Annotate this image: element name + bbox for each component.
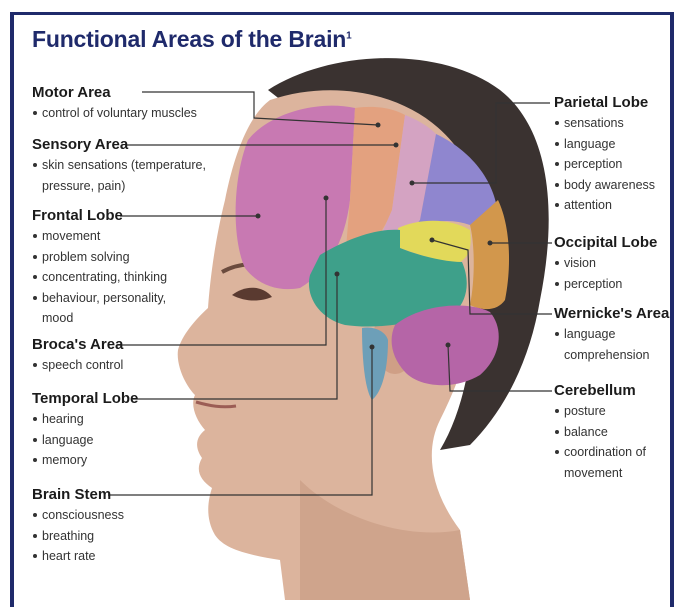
motor-leader-dot bbox=[376, 123, 381, 128]
brain-stem-item: heart rate bbox=[32, 546, 124, 567]
temporal-lobe-item: hearing bbox=[32, 409, 138, 430]
sensory-area-item: skin sensations (temperature, bbox=[32, 155, 206, 176]
temporal-lobe-heading: Temporal Lobe bbox=[32, 390, 138, 408]
frontal-lobe-item-continuation: mood bbox=[32, 308, 167, 329]
parietal-leader-dot bbox=[410, 181, 415, 186]
frontal-lobe-label: Frontal Lobe movement problem solving co… bbox=[32, 207, 167, 329]
temporal-lobe-label: Temporal Lobe hearing language memory bbox=[32, 390, 138, 471]
broca-leader-dot bbox=[324, 196, 329, 201]
frontal-lobe-item: concentrating, thinking bbox=[32, 267, 167, 288]
brainstem-leader-dot bbox=[370, 345, 375, 350]
frontal-lobe-item: behaviour, personality, bbox=[32, 288, 167, 309]
cerebellum-item: posture bbox=[554, 401, 646, 422]
occipital-lobe-item: perception bbox=[554, 274, 657, 295]
parietal-lobe-item: language bbox=[554, 134, 655, 155]
temporal-lobe-item: language bbox=[32, 430, 138, 451]
wernickes-area-item: language bbox=[554, 324, 669, 345]
brocas-area-heading: Broca's Area bbox=[32, 336, 123, 354]
frontal-leader-dot bbox=[256, 214, 261, 219]
wernicke-leader-dot bbox=[430, 238, 435, 243]
brain-stem-label: Brain Stem consciousness breathing heart… bbox=[32, 486, 124, 567]
wernickes-area-label: Wernicke's Area language comprehension bbox=[554, 305, 669, 365]
cerebellum-item: balance bbox=[554, 422, 646, 443]
temporal-leader-dot bbox=[335, 272, 340, 277]
wernickes-area-heading: Wernicke's Area bbox=[554, 305, 669, 323]
frontal-lobe-item: problem solving bbox=[32, 247, 167, 268]
occipital-lobe-heading: Occipital Lobe bbox=[554, 234, 657, 252]
brocas-area-label: Broca's Area speech control bbox=[32, 336, 123, 376]
brain-stem-item: breathing bbox=[32, 526, 124, 547]
sensory-area-label: Sensory Area skin sensations (temperatur… bbox=[32, 136, 206, 196]
frontal-lobe-heading: Frontal Lobe bbox=[32, 207, 167, 225]
temporal-lobe-item: memory bbox=[32, 450, 138, 471]
parietal-lobe-label: Parietal Lobe sensations language percep… bbox=[554, 94, 655, 216]
cerebellum-item: coordination of bbox=[554, 442, 646, 463]
brain-stem-item: consciousness bbox=[32, 505, 124, 526]
brocas-area-item: speech control bbox=[32, 355, 123, 376]
wernickes-area-item-continuation: comprehension bbox=[554, 345, 669, 366]
motor-area-label: Motor Area control of voluntary muscles bbox=[32, 84, 197, 124]
brain-stem-heading: Brain Stem bbox=[32, 486, 124, 504]
sensory-area-item-continuation: pressure, pain) bbox=[32, 176, 206, 197]
occipital-lobe-item: vision bbox=[554, 253, 657, 274]
motor-area-heading: Motor Area bbox=[32, 84, 197, 102]
motor-area-item: control of voluntary muscles bbox=[32, 103, 197, 124]
cerebellum-heading: Cerebellum bbox=[554, 382, 646, 400]
sensory-leader-dot bbox=[394, 143, 399, 148]
parietal-lobe-heading: Parietal Lobe bbox=[554, 94, 655, 112]
parietal-lobe-item: body awareness bbox=[554, 175, 655, 196]
occipital-leader-dot bbox=[488, 241, 493, 246]
cerebellum-label: Cerebellum posture balance coordination … bbox=[554, 382, 646, 483]
parietal-lobe-item: perception bbox=[554, 154, 655, 175]
occipital-lobe-label: Occipital Lobe vision perception bbox=[554, 234, 657, 294]
frontal-lobe-item: movement bbox=[32, 226, 167, 247]
cerebellum-leader-dot bbox=[446, 343, 451, 348]
parietal-lobe-item: attention bbox=[554, 195, 655, 216]
cerebellum-item-continuation: movement bbox=[554, 463, 646, 484]
parietal-lobe-item: sensations bbox=[554, 113, 655, 134]
sensory-area-heading: Sensory Area bbox=[32, 136, 206, 154]
